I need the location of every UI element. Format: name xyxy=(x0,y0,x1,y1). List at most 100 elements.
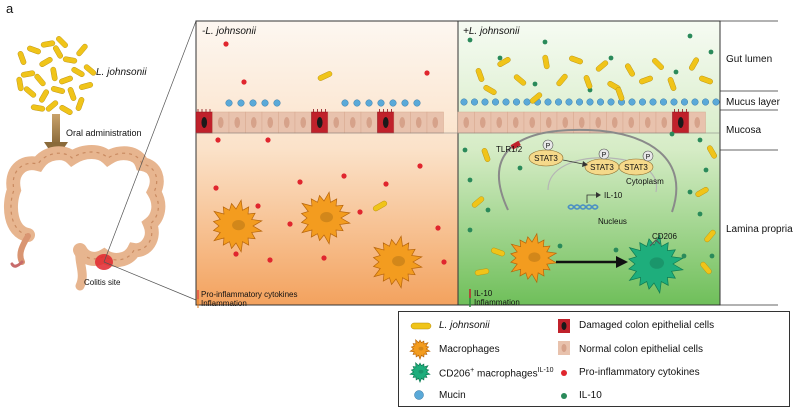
bacterium xyxy=(20,70,36,78)
il10-dot xyxy=(532,81,538,87)
legend-cytokines-label: Pro-inflammatory cytokines xyxy=(579,367,700,378)
cell-nucleus xyxy=(333,117,340,128)
panel-letter: a xyxy=(6,1,14,16)
il10-dot xyxy=(608,55,614,61)
mucin xyxy=(273,99,281,107)
legend-macrophages-label: Macrophages xyxy=(439,344,500,355)
legend-mucin-icon xyxy=(414,390,424,400)
mucin xyxy=(523,98,531,106)
panel-bacteria xyxy=(317,54,717,276)
cytokine-dot xyxy=(441,259,447,265)
bacteria-label: L. johnsonii xyxy=(96,67,147,78)
cytokine-dot xyxy=(233,251,239,257)
plus-label-inflammation: Inflammation xyxy=(474,298,520,307)
cell-nucleus xyxy=(463,117,470,128)
il10-dot xyxy=(467,177,473,183)
bacterium xyxy=(34,73,46,87)
bacterium xyxy=(78,82,94,90)
mucin xyxy=(670,98,678,106)
mucin xyxy=(712,98,720,106)
panel-minus-title: -L. johnsonii xyxy=(202,26,257,37)
bacterium xyxy=(83,64,97,76)
cytokine-dot xyxy=(341,173,347,179)
mucin xyxy=(565,98,573,106)
stat3-node-1 xyxy=(528,139,564,167)
cell-nucleus xyxy=(316,117,323,128)
minus-label-inflammation: Inflammation xyxy=(201,299,247,308)
cell-nucleus xyxy=(677,117,684,128)
macrophage xyxy=(300,191,351,245)
bacterium xyxy=(689,57,699,71)
cell-nucleus xyxy=(217,117,224,128)
macrophage xyxy=(510,232,558,284)
bacterium xyxy=(513,74,527,86)
il10-dot xyxy=(669,131,675,137)
phospho-label-3: P xyxy=(646,154,651,161)
bacterium xyxy=(569,55,583,65)
il10-dot xyxy=(697,137,703,143)
mucin xyxy=(607,98,615,106)
macrophage xyxy=(372,235,423,289)
mucin xyxy=(413,99,421,107)
cell-nucleus xyxy=(267,117,274,128)
il10-dot xyxy=(467,37,473,43)
legend-cd206-macrophage-icon xyxy=(409,362,431,383)
cell-nucleus xyxy=(300,117,307,128)
il10-dot xyxy=(542,39,548,45)
cd206-receptor xyxy=(649,239,661,247)
polarization-arrow xyxy=(556,256,628,268)
zoom-line-bottom xyxy=(103,261,197,301)
il10-dot xyxy=(462,147,468,153)
legend-damaged-label: Damaged colon epithelial cells xyxy=(579,320,715,331)
mucin xyxy=(555,98,563,106)
il10-dot xyxy=(485,207,491,213)
bacterium xyxy=(707,145,717,159)
bacterium xyxy=(75,97,85,111)
legend-cytokine-icon xyxy=(561,370,567,376)
layer-gut-lumen: Gut lumen xyxy=(726,54,772,65)
cytoplasm-label: Cytoplasm xyxy=(626,177,664,186)
phospho-label-2: P xyxy=(602,152,607,159)
cell-nucleus xyxy=(399,117,406,128)
cell-nucleus xyxy=(611,117,618,128)
bacterium xyxy=(59,105,73,115)
legend-johnsonii-label: L. johnsonii xyxy=(439,320,490,331)
bacterium xyxy=(652,58,664,70)
cytokine-dot xyxy=(215,137,221,143)
bacterium xyxy=(667,77,677,91)
bacterium xyxy=(474,268,490,276)
legend-damaged-cell-icon xyxy=(558,319,570,333)
cytokine-dot xyxy=(223,41,229,47)
transcription-arrowhead xyxy=(596,192,601,198)
stat3-label-1: STAT3 xyxy=(534,154,558,163)
bacterium xyxy=(317,71,333,81)
tlr12-receptor xyxy=(510,140,521,150)
mucin xyxy=(389,99,397,107)
layer-mucus: Mucus layer xyxy=(726,97,781,108)
il10-dot xyxy=(497,55,503,61)
il10-dot xyxy=(673,69,679,75)
bacterium xyxy=(53,45,63,59)
stat3-label-3: STAT3 xyxy=(624,163,648,172)
mucin xyxy=(365,99,373,107)
bacteria-cluster xyxy=(16,36,97,115)
bacterium xyxy=(39,57,53,67)
il10-dot xyxy=(703,167,709,173)
cell-nucleus xyxy=(628,117,635,128)
bacterium xyxy=(16,76,24,92)
layer-mucosa: Mucosa xyxy=(726,125,761,136)
stat3-label-2: STAT3 xyxy=(590,163,614,172)
stat3-node-2 xyxy=(584,148,620,176)
cd206-label: CD206 xyxy=(652,232,677,241)
bacterium xyxy=(556,73,568,87)
legend: L. johnsonii Macrophages CD206+ macropha… xyxy=(398,311,790,407)
nucleus-label: Nucleus xyxy=(598,217,627,226)
bacterium xyxy=(76,43,88,57)
bacterium xyxy=(30,104,46,112)
bacterium xyxy=(583,75,593,89)
oral-administration-label: Oral administration xyxy=(66,128,142,138)
bacterium xyxy=(481,148,491,162)
cytokine-dot xyxy=(383,181,389,187)
bacterium xyxy=(50,66,58,82)
